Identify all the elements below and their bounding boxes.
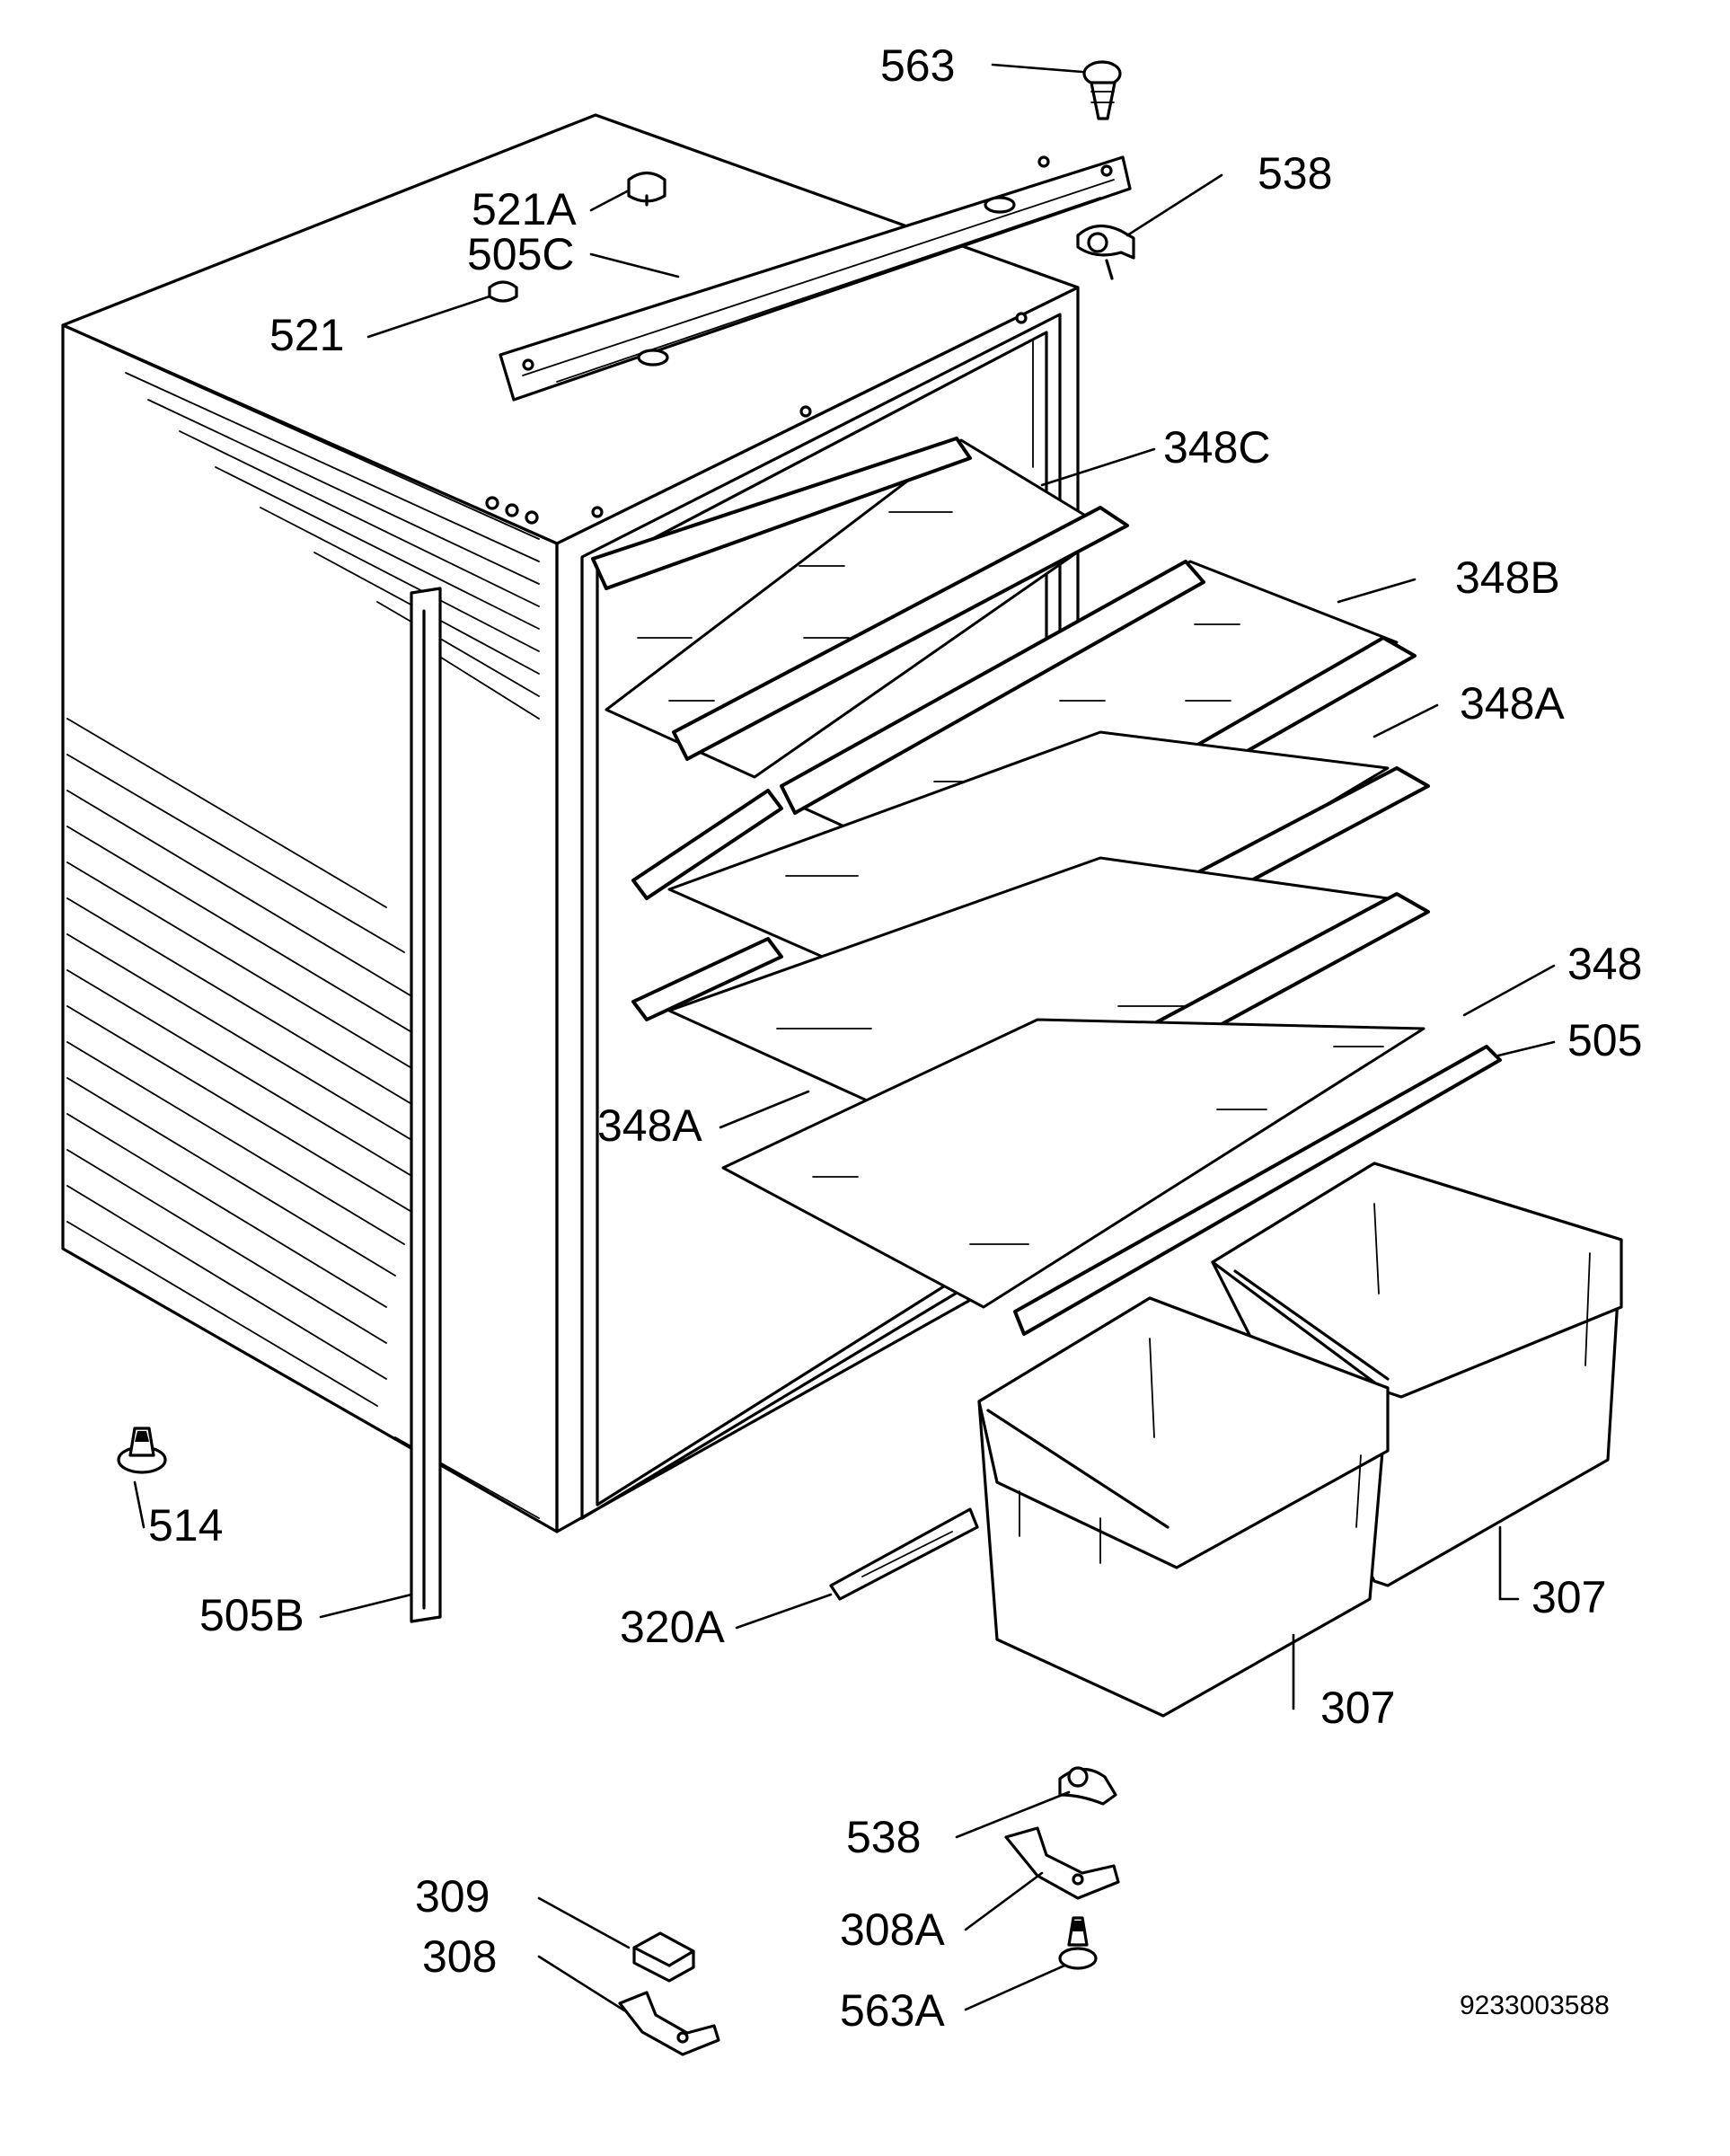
- shelf-back-trim: [780, 560, 1205, 815]
- trim-505: [1013, 1045, 1502, 1336]
- part-labels: 563 538 521A 505C 521 348C 348B 348A 348…: [148, 40, 1642, 2036]
- leader-lines: [133, 63, 1556, 2012]
- top-hole: [505, 503, 519, 517]
- bin-307-left: [977, 1296, 1390, 1718]
- label-309: 309: [415, 1871, 490, 1922]
- screw-563A: [1058, 1916, 1098, 1970]
- label-514: 514: [148, 1500, 223, 1551]
- shelf-348C: [591, 437, 1129, 779]
- label-505C: 505C: [467, 229, 575, 279]
- rail-hole: [1037, 155, 1050, 168]
- label-521A: 521A: [472, 184, 577, 234]
- label-348B: 348B: [1455, 552, 1560, 603]
- label-307-right: 307: [1531, 1572, 1606, 1622]
- label-563: 563: [880, 40, 955, 91]
- label-348: 348: [1567, 939, 1642, 989]
- label-308A: 308A: [840, 1904, 945, 1955]
- plug-521A: [627, 171, 666, 207]
- label-521: 521: [269, 310, 344, 360]
- drawing-number: 9233003588: [1460, 1991, 1610, 2020]
- hinge-pin-538-top: [1076, 225, 1135, 280]
- shelf-front-trim: [672, 506, 1129, 761]
- foot-514: [117, 1427, 167, 1474]
- top-hole: [485, 496, 499, 510]
- shelf-glass: [721, 1018, 1425, 1309]
- label-320A: 320A: [620, 1602, 725, 1652]
- slide-320A: [829, 1507, 979, 1601]
- label-505: 505: [1567, 1015, 1642, 1065]
- rail-hole: [522, 358, 534, 371]
- shelf-back-trim: [631, 937, 783, 1021]
- gasket-strip-505B: [410, 587, 442, 1623]
- top-hole: [591, 506, 604, 518]
- rail-slot: [637, 349, 669, 367]
- shelf-back-trim: [591, 437, 972, 590]
- label-563A: 563A: [840, 1985, 945, 2036]
- hinge-pin-538-bottom: [1058, 1766, 1117, 1806]
- slide-rail: [829, 1507, 979, 1601]
- cover-309: [632, 1931, 695, 1983]
- bin-307-right: [1211, 1162, 1623, 1587]
- cabinet-body: [61, 113, 1080, 1623]
- label-307-left: 307: [1320, 1683, 1395, 1733]
- rail-slot: [984, 196, 1016, 214]
- shelf-348: [721, 1018, 1425, 1309]
- label-505B: 505B: [199, 1590, 305, 1640]
- top-hole: [799, 405, 812, 418]
- bracket-308: [618, 1991, 720, 2056]
- top-hole: [525, 510, 539, 525]
- label-538-bottom: 538: [846, 1812, 921, 1862]
- rail-hole: [1100, 164, 1113, 177]
- label-538-top: 538: [1258, 148, 1332, 199]
- plug-521: [488, 280, 518, 303]
- top-rail-505C: [499, 155, 1132, 402]
- hinge-bracket-308A: [1004, 1826, 1120, 1900]
- label-348C: 348C: [1163, 422, 1271, 473]
- trim-strip: [1013, 1045, 1502, 1336]
- top-hole: [1015, 312, 1028, 324]
- shelf-back-trim: [631, 789, 783, 900]
- label-348A-left: 348A: [597, 1100, 702, 1151]
- label-308: 308: [422, 1931, 497, 1982]
- label-348A-right: 348A: [1460, 678, 1565, 729]
- screw-563: [1082, 60, 1122, 120]
- bin-rim: [977, 1296, 1390, 1569]
